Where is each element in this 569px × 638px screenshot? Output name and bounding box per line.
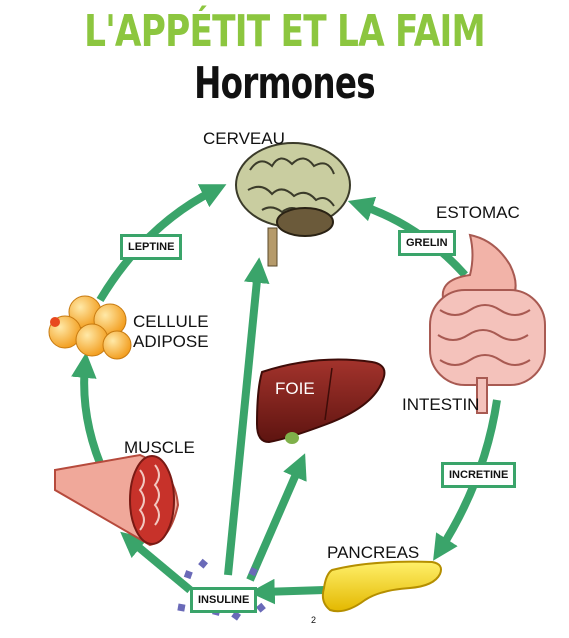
ghrelin-box: GRELIN [398,230,456,256]
page-number: 2 [311,615,317,625]
arrow-insulin-to-muscle [120,531,193,594]
stomach-label: ESTOMAC [436,203,520,222]
fat-cell-label: CELLULE ADIPOSE [133,312,209,351]
intestine-label: INTESTIN [402,395,480,414]
stomach-intestine-illustration [429,233,546,414]
incretin-box: INCRETINE [441,462,517,488]
subtitle: Hormones [194,58,375,109]
liver-label: FOIE [275,379,315,398]
arrow-insulin-to-liver [246,453,307,582]
pancreas-label: PANCREAS [327,543,420,562]
leptin-box: LEPTINE [120,234,183,260]
arrow-insulin-to-brain [224,257,270,576]
main-title: L'APPÉTIT ET LA FAIM [84,6,486,57]
brain-illustration [235,142,351,267]
liver-illustration [255,358,386,444]
pancreas-illustration [321,560,442,613]
insulin-box: INSULINE [190,587,258,613]
muscle-label: MUSCLE [124,438,195,457]
brain-label: CERVEAU [203,129,285,148]
arrow-muscle-to-fat [71,352,109,477]
arrow-pancreas-to-insulin [249,578,326,605]
insulin-particles [177,558,266,621]
fat-cells-illustration [48,295,132,360]
muscle-illustration [54,453,180,547]
